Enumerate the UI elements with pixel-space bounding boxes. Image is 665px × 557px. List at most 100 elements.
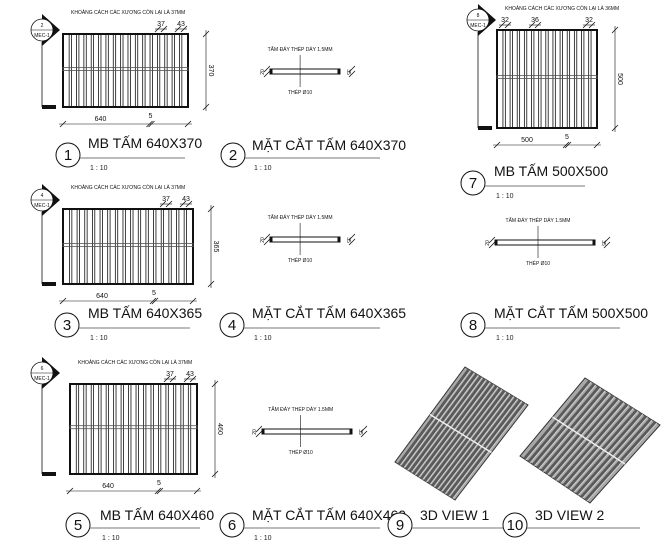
view-number: 1	[64, 147, 72, 164]
view-title-text: MẶT CẮT TẤM 640X370	[252, 136, 406, 153]
steel-rib	[559, 29, 563, 129]
section-top-label: TẤM ĐÁY THÉP DÀY 1.5MM	[268, 406, 333, 413]
dim-top-label: 43	[182, 196, 190, 203]
section-dim-right: 35	[600, 240, 606, 246]
section-end-right	[592, 240, 595, 245]
view-number-circle	[219, 512, 245, 538]
dim-tick	[255, 430, 263, 438]
dim-bar-label: 5	[157, 480, 161, 487]
cross-bar	[62, 243, 194, 247]
view-title-text: MB TẤM 640X370	[88, 135, 202, 151]
section-end-right	[349, 429, 352, 434]
steel-rib	[566, 29, 571, 129]
section-dim-right: 35	[357, 429, 363, 435]
steel-rib	[502, 29, 506, 129]
section-plate	[269, 236, 341, 243]
section-end-left	[270, 237, 273, 242]
view-number-circle	[54, 312, 80, 338]
cross-bar-3d	[552, 416, 626, 465]
view-scale: 1 : 10	[496, 193, 514, 200]
view-number-circle	[65, 512, 91, 538]
view-number: 8	[469, 317, 477, 334]
callout-sheet: MEC-1	[34, 33, 50, 39]
dim-tick	[174, 25, 182, 33]
section-bottom-label: THÉP Ø10	[526, 260, 550, 267]
view-number: 2	[229, 147, 237, 164]
section-top-label: TẤM ĐÁY THÉP DÀY 1.5MM	[268, 214, 333, 221]
dim-tick	[348, 70, 356, 78]
dim-top-label: 36	[531, 17, 539, 24]
view-scale: 1 : 10	[90, 335, 108, 342]
dim-tick	[528, 21, 536, 29]
dim-tick	[149, 297, 157, 305]
view-title: 1 MB TẤM 640X370 1 : 10	[55, 135, 202, 172]
dim-top-label: 37	[157, 21, 165, 28]
view-title-text: MB TẤM 640X460	[100, 507, 214, 523]
view-title-text: 3D VIEW 2	[535, 507, 604, 523]
view-scale: 1 : 10	[90, 165, 108, 172]
dim-width-label: 640	[102, 483, 114, 490]
cross-bar-3d	[429, 413, 492, 454]
section-dim-left: 20	[485, 240, 491, 246]
dim-top-label: 43	[186, 371, 194, 378]
dim-tick	[189, 297, 197, 305]
dim-height-label: 365	[212, 241, 219, 253]
dim-tick	[263, 233, 271, 241]
dim-tick	[180, 25, 188, 33]
dim-tick	[179, 200, 187, 208]
view-number: 7	[469, 175, 477, 192]
cross-bar	[62, 67, 189, 71]
section-marker	[478, 126, 492, 130]
dim-tick	[156, 487, 164, 495]
dim-tick	[211, 470, 219, 478]
view-scale: 1 : 10	[496, 335, 514, 342]
dim-tick	[207, 280, 215, 288]
dim-tick	[493, 141, 501, 149]
dim-tick	[183, 375, 191, 383]
spacing-note: KHOẢNG CÁCH CÁC XƯƠNG CÒN LẠI LÀ 37MM	[71, 9, 185, 16]
dim-tick	[59, 120, 67, 128]
dim-width-label: 640	[96, 293, 108, 300]
section-dim-left: 20	[252, 429, 258, 435]
callout-sheet: MEC-1	[34, 203, 50, 209]
plan-drawing-3: KHOẢNG CÁCH CÁC XƯƠNG CÒN LẠI LÀ 37MM 37 4…	[30, 184, 219, 305]
cross-bar	[69, 425, 198, 430]
3d-view-10	[519, 377, 661, 504]
view-number-circle	[387, 512, 413, 538]
view-title-text: MB TẤM 640X365	[88, 305, 202, 321]
dim-tick	[146, 120, 153, 128]
callout-sheet: MEC-1	[470, 23, 486, 29]
dim-top-label: 37	[162, 196, 170, 203]
steel-rib	[516, 29, 521, 129]
dim-tick	[154, 487, 162, 495]
steel-rib	[545, 29, 549, 129]
section-marker	[42, 472, 56, 476]
dim-tick	[582, 21, 590, 29]
dim-height-label: 460	[216, 423, 223, 435]
dim-tick	[148, 120, 155, 128]
dim-tick	[504, 21, 512, 29]
spacing-note: KHOẢNG CÁCH CÁC XƯƠNG CÒN LẠI LÀ 37MM	[71, 184, 185, 191]
section-dim-left: 20	[260, 237, 266, 243]
section-end-left	[270, 69, 273, 74]
dim-tick	[564, 141, 572, 149]
dim-tick	[603, 236, 611, 244]
dim-tick	[611, 26, 619, 34]
steel-rib	[573, 29, 578, 129]
section-plate	[269, 68, 341, 75]
dim-tick	[348, 65, 356, 73]
dim-height-label: 370	[207, 65, 214, 77]
dim-tick	[159, 200, 167, 208]
view-number: 6	[228, 517, 236, 534]
spacing-note: KHOẢNG CÁCH CÁC XƯƠNG CÒN LẠI LÀ 36MM	[505, 5, 619, 12]
dim-tick	[360, 430, 368, 438]
dim-tick	[255, 425, 263, 433]
view-title-text: MẶT CẮT TẤM 640X365	[252, 304, 406, 321]
